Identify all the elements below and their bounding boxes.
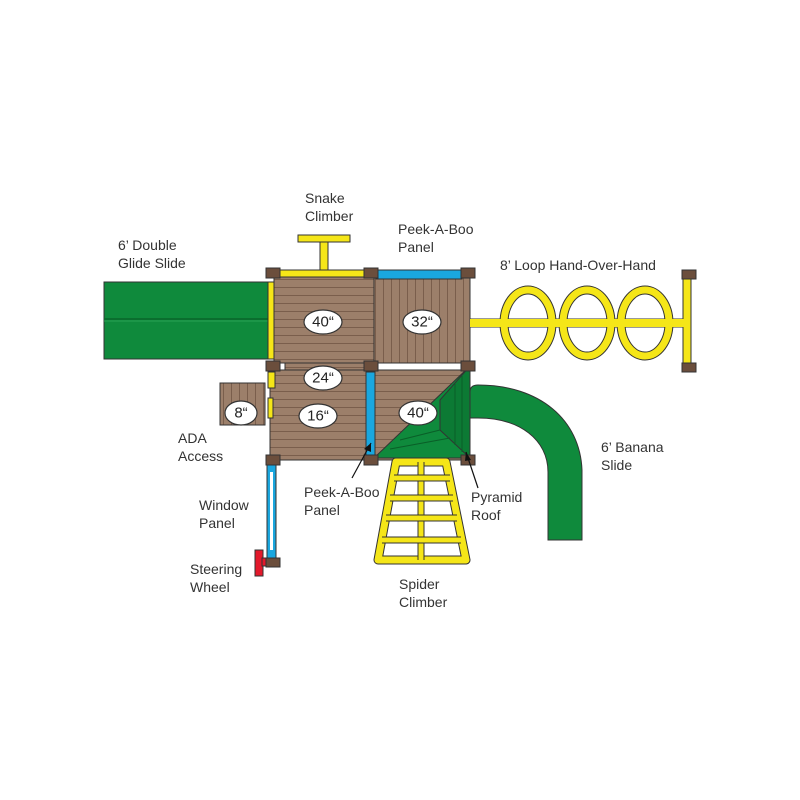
banana-slide [469, 384, 583, 541]
svg-text:32“: 32“ [411, 314, 433, 331]
peek-a-boo-panel-top [375, 269, 463, 280]
peek-a-boo-top-label-line2: Panel [398, 239, 434, 255]
steering-wheel-label-line1: Steering [190, 561, 242, 577]
peek-a-boo-bottom-label-line1: Peek-A-Boo [304, 484, 380, 500]
peek-a-boo-bottom-label-line2: Panel [304, 502, 340, 518]
pyramid-roof-label-line2: Roof [471, 507, 501, 523]
svg-text:40“: 40“ [407, 405, 429, 422]
deck-side-rails [267, 371, 276, 419]
steering-wheel-label-line2: Wheel [190, 579, 230, 595]
double-glide-slide-label-line1: 6’ Double [118, 237, 177, 253]
snake-climber-label-line2: Climber [305, 208, 354, 224]
spider-climber-label-line1: Spider [399, 576, 440, 592]
ada-access-label-line1: ADA [178, 430, 207, 446]
banana-slide-label-line1: 6’ Banana [601, 439, 664, 455]
pyramid-roof-label-line1: Pyramid [471, 489, 522, 505]
snake-climber [275, 234, 369, 278]
spider-climber [373, 457, 471, 565]
double-glide-slide [103, 281, 277, 360]
loop-hand-over-hand-label: 8’ Loop Hand-Over-Hand [500, 257, 656, 273]
window-panel-label-line2: Panel [199, 515, 235, 531]
snake-climber-label-line1: Snake [305, 190, 345, 206]
banana-slide-label-line2: Slide [601, 457, 632, 473]
peek-a-boo-top-label-line1: Peek-A-Boo [398, 221, 474, 237]
height-label-upper-right: 32“ [402, 309, 442, 335]
double-glide-slide-label-line2: Glide Slide [118, 255, 186, 271]
svg-text:8“: 8“ [234, 405, 247, 422]
loop-hand-over-hand [469, 269, 697, 373]
height-label-middle: 24“ [303, 365, 343, 391]
window-panel-label-line1: Window [199, 497, 250, 513]
pointer-arrows [351, 442, 479, 489]
height-label-lower-left: 16“ [298, 403, 338, 429]
svg-text:40“: 40“ [312, 314, 334, 331]
height-label-upper-left: 40“ [303, 309, 343, 335]
ada-access-label-line2: Access [178, 448, 223, 464]
window-panel [266, 461, 277, 561]
height-label-ada: 8“ [224, 400, 258, 426]
spider-climber-label-line2: Climber [399, 594, 448, 610]
svg-text:16“: 16“ [307, 408, 329, 425]
svg-text:24“: 24“ [312, 370, 334, 387]
height-label-lower-right: 40“ [398, 400, 438, 426]
